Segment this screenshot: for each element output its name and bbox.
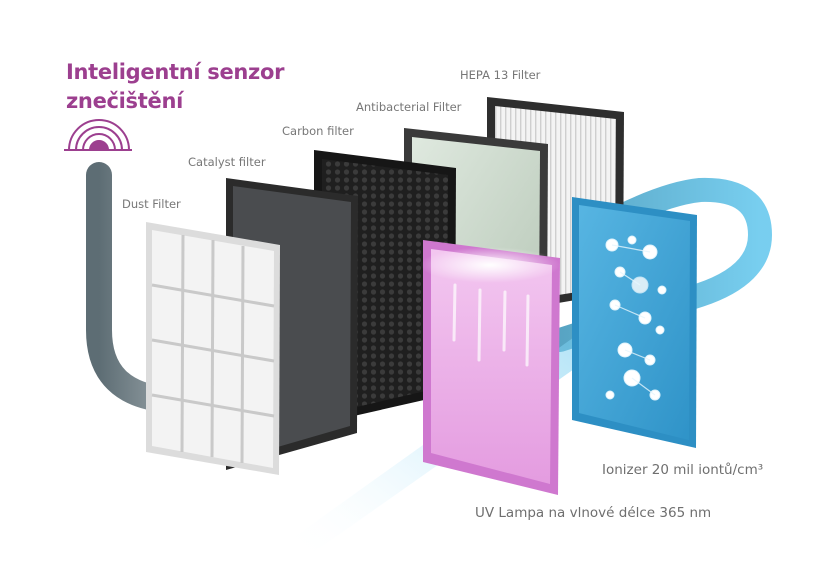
sensor-headline-line2: znečištění: [66, 89, 183, 113]
carbon-filter-label: Carbon filter: [282, 124, 354, 138]
dust-filter-label: Dust Filter: [122, 197, 181, 211]
dust-filter: [146, 222, 280, 475]
ionizer-label: Ionizer 20 mil iontů/cm³: [602, 462, 764, 478]
sensor-headline-line1: Inteligentní senzor: [66, 60, 285, 84]
uv-lamp-panel: [420, 240, 560, 495]
uv-lamp-label: UV Lampa na vlnové délce 365 nm: [475, 505, 712, 521]
ionizer-panel: [572, 197, 697, 448]
sensor-headline: Inteligentní senzor znečištění: [66, 58, 326, 116]
pollution-sensor-icon: [64, 119, 132, 151]
antibacterial-filter-label: Antibacterial Filter: [356, 100, 462, 114]
catalyst-filter-label: Catalyst filter: [188, 155, 266, 169]
hepa-filter-label: HEPA 13 Filter: [460, 68, 541, 82]
